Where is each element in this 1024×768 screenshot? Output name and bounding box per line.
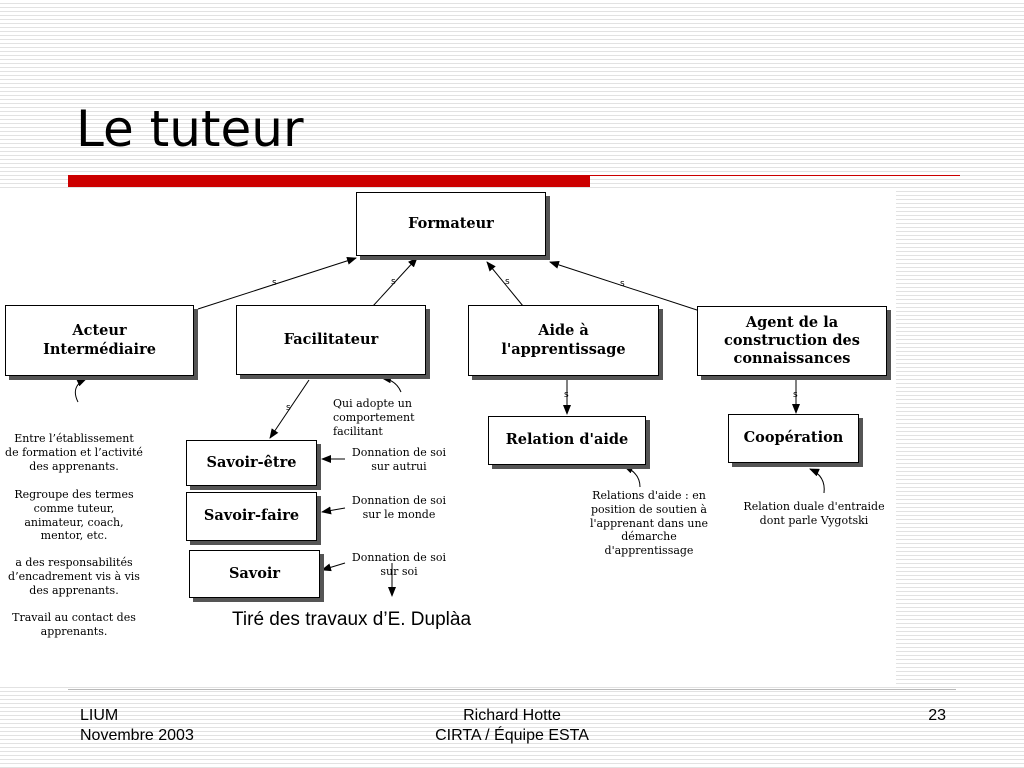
node-formateur: Formateur xyxy=(356,192,546,256)
footer-team: CIRTA / Équipe ESTA xyxy=(435,727,589,744)
note-pointer-savoir-faire xyxy=(321,506,346,515)
note-relation-aide: Relations d'aide : en position de soutie… xyxy=(589,489,709,557)
note-facilitateur: Qui adopte un comportement facilitant xyxy=(333,397,415,438)
note-acteur-responsabilites: a des responsabilités d’encadrement vis … xyxy=(8,556,140,597)
link-facilitateur-formateur xyxy=(372,257,418,307)
page-number: 23 xyxy=(928,707,946,724)
link-aide-formateur xyxy=(486,261,524,307)
link-label-cooperation: s xyxy=(793,390,798,400)
note-pointer-savoir xyxy=(321,562,346,572)
note-savoir-etre: Donnation de soi sur autrui xyxy=(351,446,447,473)
note-savoir-faire: Donnation de soi sur le monde xyxy=(351,494,447,521)
link-acteur-formateur xyxy=(197,256,357,310)
node-savoir-etre: Savoir-être xyxy=(186,440,317,486)
link-label-agent: s xyxy=(620,279,625,289)
source-credit: Tiré des travaux d’E. Duplàa xyxy=(232,609,472,630)
slide-title: Le tuteur xyxy=(76,100,304,158)
note-pointer-facilitateur xyxy=(381,375,402,393)
note-cooperation: Relation duale d'entraide dont parle Vyg… xyxy=(743,500,885,527)
footer-center: Richard Hotte CIRTA / Équipe ESTA xyxy=(412,706,612,746)
link-facilitateur-savoir-etre xyxy=(269,379,310,439)
link-label-savoir-etre: s xyxy=(286,403,291,413)
node-savoir: Savoir xyxy=(189,550,320,598)
note-acteur-travail: Travail au contact des apprenants. xyxy=(12,611,136,638)
link-label-acteur: s xyxy=(272,278,277,288)
note-pointer-relation-aide xyxy=(623,465,641,488)
note-pointer-acteur xyxy=(74,378,87,403)
node-relation-aide: Relation d'aide xyxy=(488,416,646,465)
node-aide-apprentissage: Aide à l'apprentissage xyxy=(468,305,659,376)
node-cooperation: Coopération xyxy=(728,414,859,463)
note-acteur-termes: Regroupe des termes comme tuteur, animat… xyxy=(14,488,134,543)
link-label-aide: s xyxy=(505,277,510,287)
node-acteur-intermediaire: Acteur Intermédiaire xyxy=(5,305,194,376)
note-pointer-cooperation xyxy=(809,468,825,494)
link-label-relation: s xyxy=(564,390,569,400)
footer-divider xyxy=(68,689,956,690)
note-savoir: Donnation de soi sur soi xyxy=(351,551,447,578)
footer-left: LIUM Novembre 2003 xyxy=(80,706,194,746)
footer-organization: LIUM xyxy=(80,707,119,724)
footer-date: Novembre 2003 xyxy=(80,727,194,744)
node-savoir-faire: Savoir-faire xyxy=(186,492,317,541)
note-acteur-role: Entre l’établissement de formation et l’… xyxy=(5,432,143,473)
node-facilitateur: Facilitateur xyxy=(236,305,426,375)
link-agent-formateur xyxy=(549,260,701,312)
footer-author: Richard Hotte xyxy=(463,707,561,724)
node-agent-construction: Agent de la construction des connaissanc… xyxy=(697,306,887,376)
title-underline-thin xyxy=(590,175,960,176)
link-label-facilitateur: s xyxy=(391,277,396,287)
title-underline-red xyxy=(68,175,590,187)
